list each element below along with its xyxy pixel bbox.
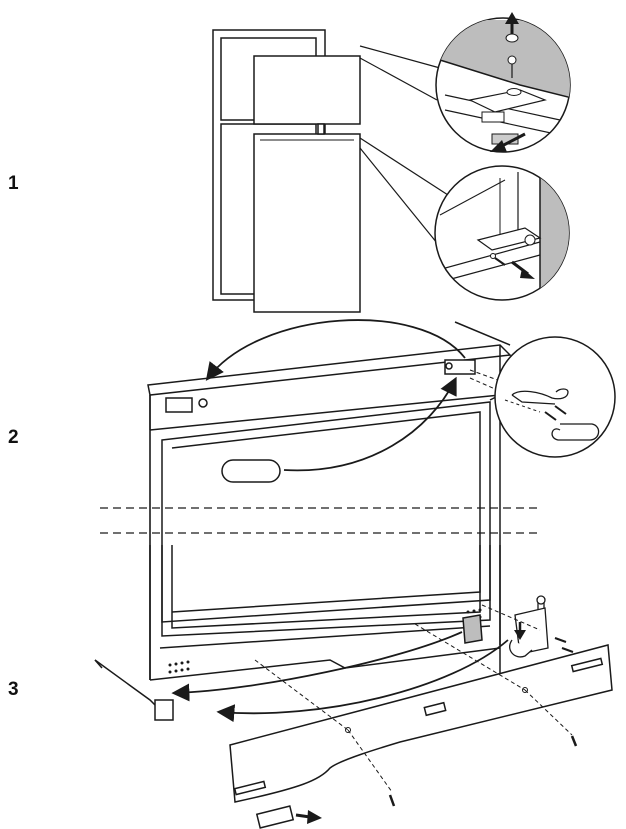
step1-fridge-front	[212, 29, 361, 313]
step-number-3: 3	[8, 679, 19, 700]
arrow-down-icon	[514, 622, 526, 640]
curved-arrow-icon	[171, 631, 509, 723]
screw-icon	[388, 735, 578, 807]
step-number-2: 2	[8, 427, 19, 448]
step3-dashed-guides	[254, 604, 573, 793]
step3-fridge-base	[94, 545, 501, 721]
screw-icon	[490, 253, 506, 266]
section-separator	[100, 507, 540, 534]
curved-arrow-icon	[205, 319, 466, 472]
arrow-right-icon	[295, 810, 322, 824]
screw-icon	[544, 405, 567, 421]
step2-handle-detail	[494, 336, 616, 458]
step1-callout-lines	[359, 45, 449, 244]
step2-edge-line	[454, 321, 511, 346]
step3-kickplate-panel	[229, 644, 613, 829]
arrow-up-icon	[505, 12, 519, 34]
step1-top-hinge-detail	[435, 12, 571, 153]
arrow-right-icon	[490, 132, 526, 152]
step-number-1: 1	[8, 173, 19, 194]
step1-middle-hinge-detail	[434, 165, 570, 301]
hinge-icon	[509, 595, 549, 658]
step2-door-rear-view	[147, 344, 512, 680]
arrow-right-icon	[511, 260, 535, 279]
